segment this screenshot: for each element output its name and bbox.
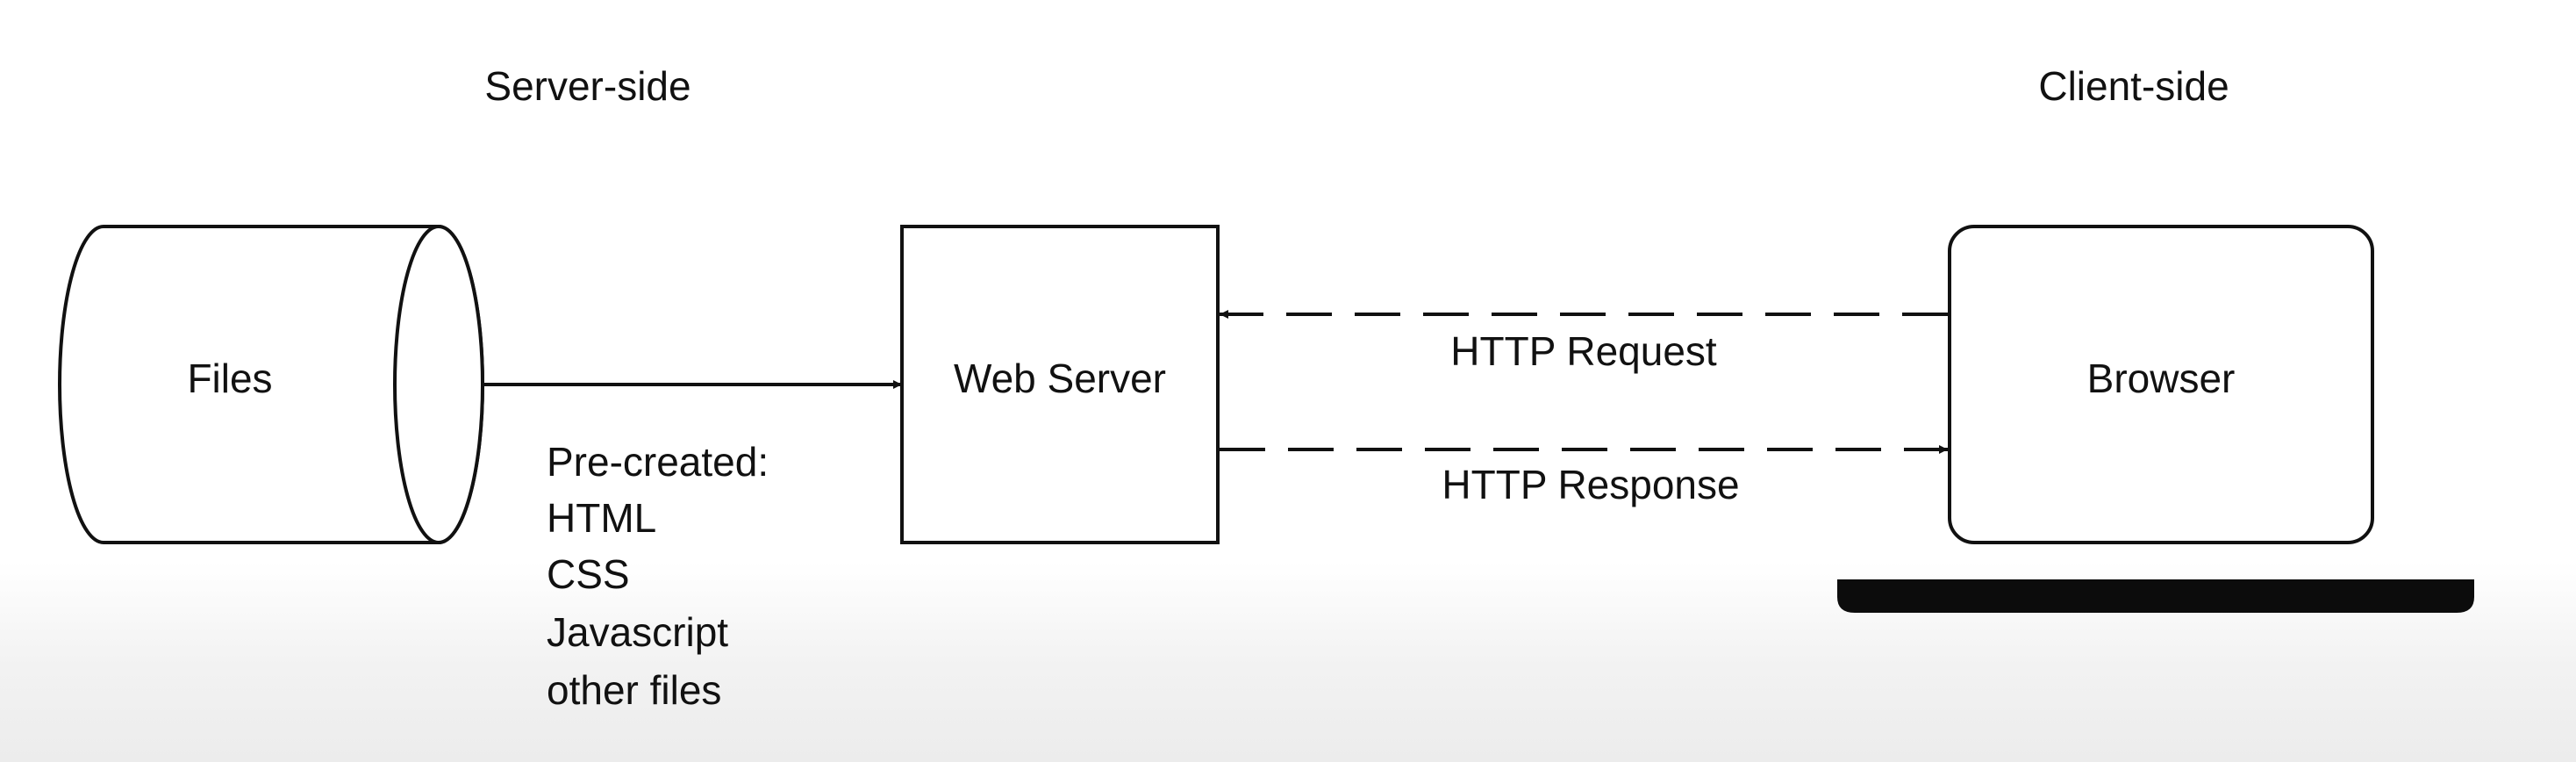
laptop-base xyxy=(1837,579,2474,613)
files-label: Files xyxy=(187,356,272,401)
files-note: Pre-created: HTML CSS Javascript other f… xyxy=(547,439,769,713)
files-note-line: Pre-created: xyxy=(547,439,769,485)
server-side-heading: Server-side xyxy=(484,63,691,109)
files-cylinder: Files xyxy=(58,225,484,544)
http-response-label: HTTP Response xyxy=(1442,462,1739,507)
files-cylinder-end xyxy=(393,225,484,544)
files-note-line: Javascript xyxy=(547,609,728,655)
browser-node: Browser xyxy=(1837,225,2474,613)
web-server-node: Web Server xyxy=(900,225,1220,544)
client-side-heading: Client-side xyxy=(2038,63,2229,109)
files-note-line: CSS xyxy=(547,551,630,597)
files-note-line: HTML xyxy=(547,495,656,541)
web-server-label: Web Server xyxy=(954,356,1166,401)
web-server-box xyxy=(900,225,1220,544)
http-request-label: HTTP Request xyxy=(1450,328,1717,374)
files-note-line: other files xyxy=(547,667,721,713)
laptop-screen xyxy=(1948,225,2374,544)
browser-label: Browser xyxy=(2087,356,2236,401)
